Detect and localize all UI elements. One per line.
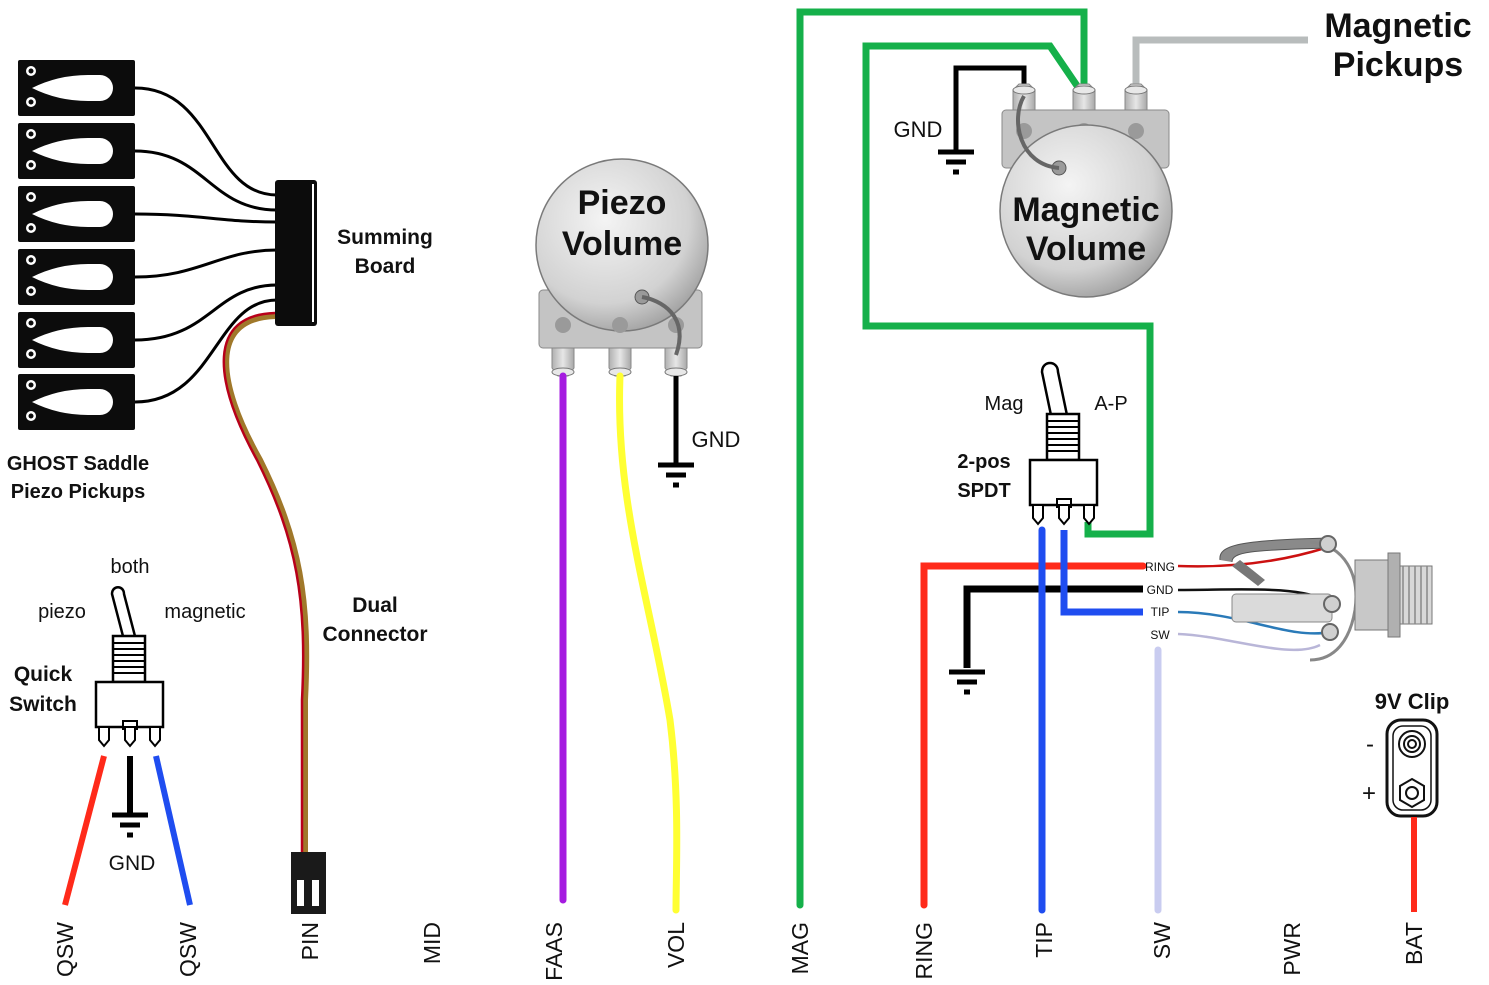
piezo-pot-ground-symbol [658,465,694,485]
nine-v-minus-label: - [1366,731,1374,758]
spdt-label-1: 2-pos [957,451,1010,473]
vol-yellow-wire [616,372,681,914]
piezo-saddle-1 [18,60,135,116]
magnetic-pickups-label-1: Magnetic [1324,7,1471,45]
bottom-label-bat: BAT [1401,922,1427,965]
pin-connector [291,852,326,914]
piezo-pot-lugs [551,317,688,377]
spdt-label-2: SPDT [957,480,1010,502]
piezo-volume-label-2: Volume [562,225,682,263]
bottom-label-qsw-1: QSW [52,922,78,977]
jack-gnd-label: GND [1147,583,1174,597]
jack-ground-symbol [949,672,985,692]
quick-switch-gnd-label: GND [109,852,156,875]
jack-tip-label: TIP [1151,605,1170,619]
piezo-saddle-3 [18,186,135,242]
bottom-label-qsw-2: QSW [175,922,201,977]
ghost-saddle-label-2: Piezo Pickups [11,481,146,503]
bottom-label-mid: MID [419,922,445,964]
mag-green-wire [796,8,1088,909]
mag-switch-green-wire [862,42,1154,538]
saddle-wires [134,86,278,404]
nine-v-plus-label: + [1362,780,1376,807]
bottom-label-vol: VOL [663,922,689,968]
summing-board [275,180,317,326]
spdt-switch [1028,361,1099,526]
qsw-red-wire [62,755,107,906]
piezo-saddle-6 [18,374,135,430]
quick-switch [94,586,165,748]
quick-switch-label-2: Switch [9,693,77,716]
mag-pot-gnd-label: GND [894,117,943,142]
mag-pot-ground-symbol [938,152,974,172]
jack-ring-label: RING [1145,560,1175,574]
bottom-label-pin: PIN [297,922,323,960]
ring-red-wire [920,562,1147,909]
piezo-saddle-4 [18,249,135,305]
quick-switch-both-label: both [111,556,150,578]
bottom-labels: QSW QSW PIN MID FAAS VOL MAG RING TIP SW… [52,922,1427,981]
switch-to-tip-wire [1060,530,1143,616]
magnetic-pickups-label-2: Pickups [1333,46,1463,84]
summing-board-label-2: Board [355,255,416,278]
summing-board-label-1: Summing [337,226,433,249]
piezo-saddle-pickups [18,60,135,430]
bottom-label-pwr: PWR [1279,922,1305,976]
bottom-label-sw: SW [1149,922,1175,959]
qsw-blue-wire [153,755,193,906]
mag-pot-gnd-wire [953,65,1027,152]
quick-switch-label-1: Quick [14,663,73,686]
magnetic-volume-pot [999,83,1173,298]
qsw-ground-symbol [112,815,148,835]
ghost-saddle-label-1: GHOST Saddle [7,453,149,475]
magnetic-volume-label-1: Magnetic [1012,191,1159,229]
piezo-saddle-2 [18,123,135,179]
nine-v-clip-label: 9V Clip [1375,689,1450,714]
jack-gnd-wire [963,585,1143,668]
piezo-saddle-5 [18,312,135,368]
quick-switch-magnetic-label: magnetic [164,601,245,623]
spdt-mag-label: Mag [985,393,1024,415]
quick-switch-piezo-label: piezo [38,601,86,623]
bottom-label-ring: RING [911,922,937,980]
piezo-volume-pot [535,158,709,377]
piezo-volume-label-1: Piezo [578,184,667,222]
magnetic-volume-label-2: Volume [1026,230,1146,268]
stereo-jack [1177,535,1433,662]
jack-sw-label: SW [1150,628,1170,642]
bottom-label-faas: FAAS [541,922,567,981]
bottom-label-mag: MAG [787,922,813,974]
piezo-pot-gnd-label: GND [692,427,741,452]
nine-v-clip [1385,718,1439,818]
dual-connector-wire [222,311,310,852]
dual-connector-label-2: Connector [323,623,428,646]
dual-connector-label-1: Dual [352,594,398,617]
magnetic-pickups-wire [1132,36,1308,96]
bottom-label-tip: TIP [1031,922,1057,958]
spdt-ap-label: A-P [1094,393,1127,415]
